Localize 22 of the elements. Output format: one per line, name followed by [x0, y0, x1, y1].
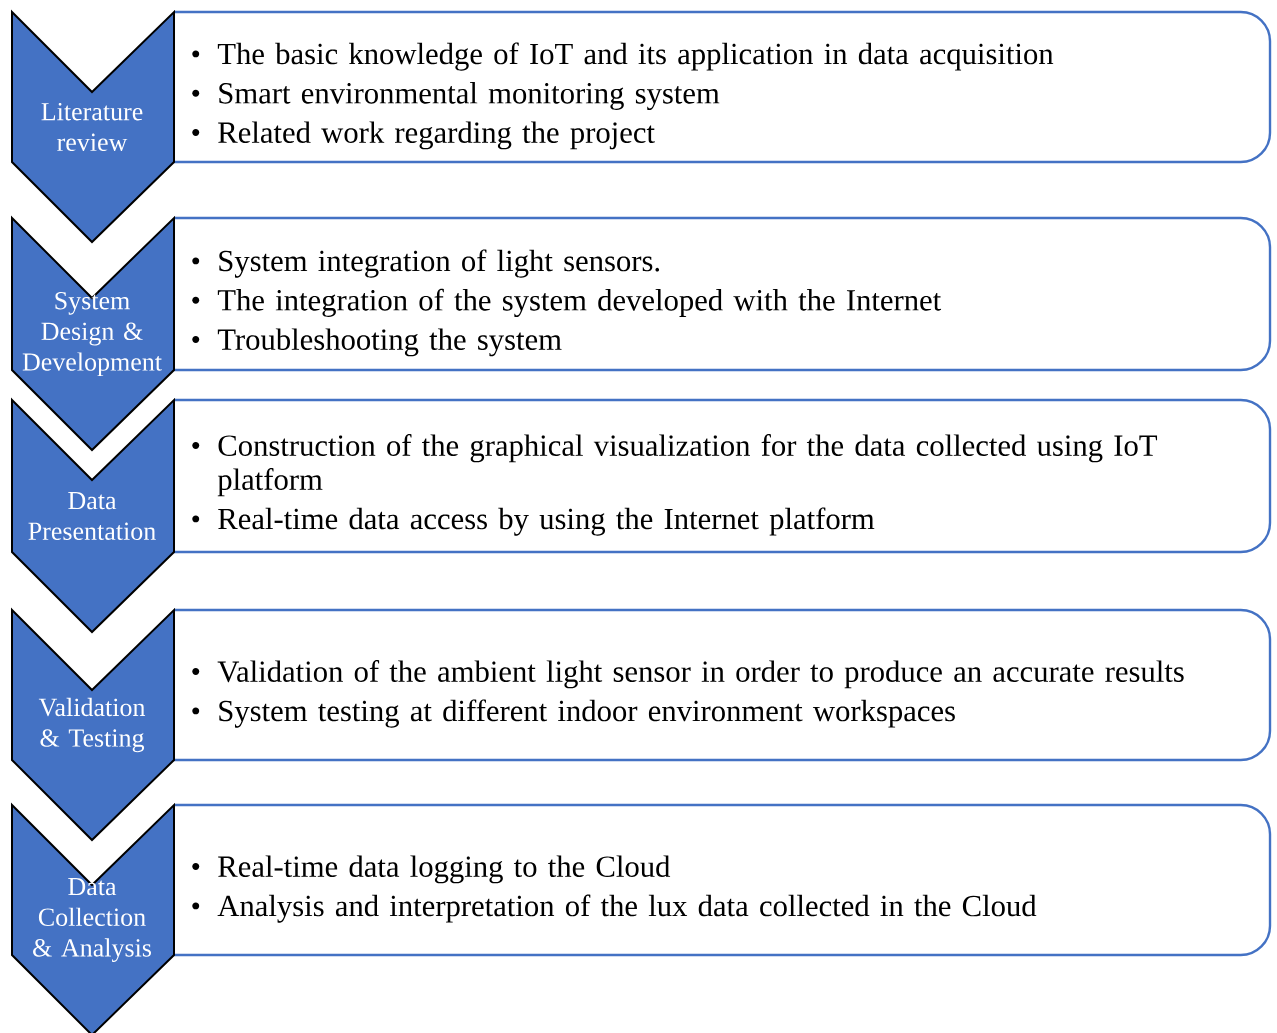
bullet-text: Real-time data logging to the Cloud: [192, 855, 671, 884]
bullet-text: The basic knowledge of IoT and its application in data acquisition: [192, 42, 1054, 71]
content-box: [174, 10, 1272, 164]
bullet-text: Related work regarding the project: [192, 121, 655, 150]
content-box: [174, 216, 1272, 372]
bullet-text: Validation of the ambient light sensor in order to produce an accurate results: [192, 660, 1184, 689]
chevron-step: Data Presentation: [11, 397, 175, 634]
bullet-text: Real-time data access by using the Internet platform: [192, 507, 875, 536]
content-box: [174, 803, 1272, 957]
bullet-text: Troubleshooting the system: [192, 328, 562, 357]
bullet-text: Construction of the graphical visualization for the data collected using IoT platform: [192, 434, 1158, 497]
bullet-text: Analysis and interpretation of the lux data collected in the Cloud: [192, 894, 1037, 923]
bullet-text: Smart environmental monitoring system: [192, 82, 720, 110]
chevron-step: Data Collection & Analysis: [11, 802, 175, 1033]
bullet-text: System testing at different indoor environment workspaces: [192, 699, 955, 728]
chevron-step: Validation & Testing: [11, 607, 175, 842]
content-box: [174, 398, 1272, 554]
bullet-text: The integration of the system developed with the Internet: [192, 288, 942, 317]
chevron-step: Literature review: [11, 9, 175, 244]
chevron-step: System Design & Development: [11, 215, 175, 452]
content-box: [174, 608, 1272, 762]
bullet-text: System integration of light sensors.: [192, 249, 660, 278]
